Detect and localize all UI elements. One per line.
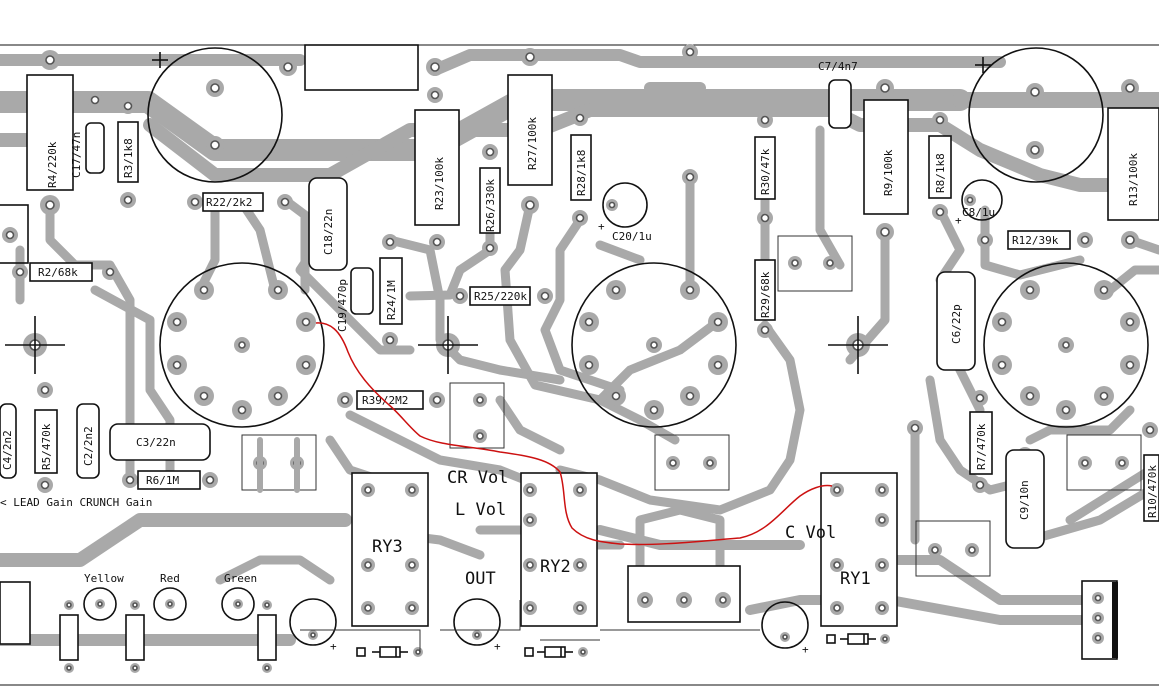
svg-text:+: + [494, 640, 501, 653]
label-led-green: Green [224, 572, 257, 585]
tube-socket-v1 [159, 262, 325, 428]
tube-socket-v3 [983, 262, 1149, 428]
label-r12: R12/39k [1012, 234, 1059, 247]
label-r29: R29/68k [759, 271, 772, 318]
svg-text:+: + [802, 643, 809, 656]
label-led-red: Red [160, 572, 180, 585]
label-r27: R27/100k [526, 117, 539, 170]
label-r10: R10/470k [1146, 465, 1159, 518]
label-c6: C6/22p [950, 304, 963, 344]
jumper-wire [315, 322, 833, 546]
label-out: OUT [465, 569, 496, 589]
label-gain-note: < LEAD Gain CRUNCH Gain [0, 496, 152, 509]
tube-sockets [159, 262, 1149, 428]
label-c19: C19/470p [336, 279, 349, 332]
label-c-vol: C Vol [785, 523, 836, 543]
label-c3: C3/22n [136, 436, 176, 449]
label-r6: R6/1M [146, 474, 179, 487]
label-c17: C17/47n [70, 132, 83, 178]
mounting-hole [828, 316, 888, 374]
label-r13: R13/100k [1127, 153, 1140, 206]
label-r5: R5/470k [40, 423, 53, 470]
bottom-parts: + + + [59, 587, 890, 673]
silkscreen-labels: R4/220k R3/1k8 R22/2k2 R2/68k R23/100k R… [0, 60, 1159, 589]
label-ry1: RY1 [840, 569, 871, 589]
label-cr-vol: CR Vol [447, 468, 508, 488]
label-r30: R30/47k [759, 148, 772, 195]
mounting-holes [5, 316, 888, 374]
label-led-yellow: Yellow [84, 572, 124, 585]
resistor-r4-body [26, 74, 74, 191]
electrolytic-caps: + + [147, 47, 1104, 233]
tube-socket-v2 [571, 262, 737, 428]
label-c20: C20/1u [612, 230, 652, 243]
svg-text:+: + [330, 640, 337, 653]
label-c9: C9/10n [1018, 480, 1031, 520]
label-r4: R4/220k [46, 141, 59, 188]
label-r2: R2/68k [38, 266, 78, 279]
mounting-hole [5, 316, 65, 374]
label-r26: R26/330k [484, 179, 497, 232]
label-r9: R9/100k [882, 149, 895, 196]
label-r23: R23/100k [433, 157, 446, 210]
label-r24: R24/1M [385, 280, 398, 320]
label-c8: C8/1u [962, 206, 995, 219]
label-r3: R3/1k8 [122, 138, 135, 178]
label-r22: R22/2k2 [206, 196, 252, 209]
label-ry3: RY3 [372, 537, 403, 557]
component-bodies [0, 44, 1159, 549]
label-l-vol: L Vol [455, 500, 506, 520]
connector-boxes [0, 235, 1142, 660]
mounting-hole [418, 316, 478, 374]
label-ry2: RY2 [540, 557, 571, 577]
svg-text:+: + [955, 214, 962, 227]
label-c2: C2/2n2 [82, 426, 95, 466]
label-r8: R8/1k8 [934, 153, 947, 193]
label-c7: C7/4n7 [818, 60, 858, 73]
label-r25: R25/220k [474, 290, 527, 303]
label-r7: R7/470k [975, 423, 988, 470]
label-c4: C4/2n2 [1, 430, 14, 470]
label-r28: R28/1k8 [575, 150, 588, 196]
relay-bodies [351, 472, 898, 627]
svg-text:+: + [598, 220, 605, 233]
label-c18: C18/22n [322, 209, 335, 255]
